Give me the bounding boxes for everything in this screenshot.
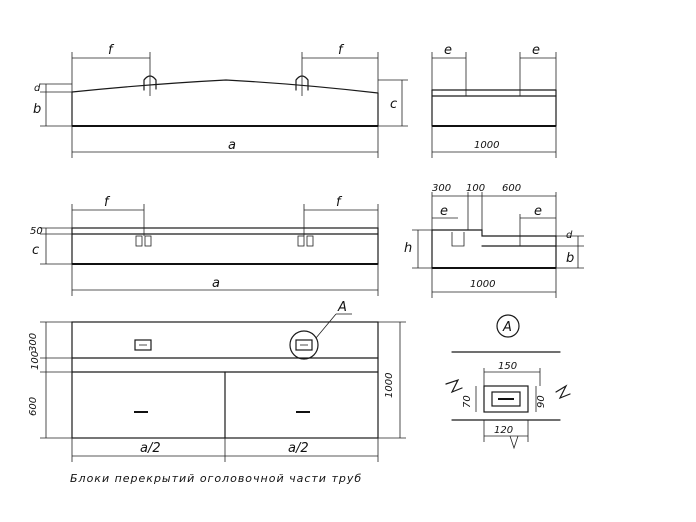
detail-A-label: A (502, 320, 512, 335)
callout-label-A: A (337, 300, 347, 315)
elevation-top: f f d b c a (33, 43, 408, 158)
label-70: 70 (462, 395, 473, 408)
label-f2-right: f (336, 195, 343, 210)
label-100: 100 (466, 183, 485, 194)
label-p600: 600 (28, 397, 39, 416)
label-a-mid: a (212, 276, 220, 291)
label-a: a (228, 138, 236, 153)
detail-leader (509, 435, 519, 450)
drawing-caption: Блоки перекрытий оголовочной части труб (70, 472, 362, 485)
label-e-left: e (444, 43, 452, 58)
embed-plate-right (295, 339, 313, 351)
embed-left-b (144, 235, 152, 247)
label-f2-left: f (104, 195, 111, 210)
label-p100: 100 (30, 351, 41, 370)
stepped-section-outline (431, 229, 557, 269)
label-120: 120 (494, 425, 513, 436)
label-e2-left: e (440, 204, 448, 219)
label-f-left: f (108, 43, 115, 58)
label-90: 90 (536, 395, 547, 408)
detail-plate-inner (491, 391, 521, 407)
label-600: 600 (502, 183, 521, 194)
plan-view: A 300 100 600 1000 a/2 a/2 (28, 300, 406, 462)
label-b: b (33, 102, 41, 117)
detail-circle-A (289, 330, 319, 360)
label-150: 150 (498, 361, 517, 372)
label-half-left: a/2 (140, 441, 161, 456)
embed-left-a (135, 235, 143, 247)
embed-right-b (306, 235, 314, 247)
label-d: d (34, 83, 41, 94)
label-e2-right: e (534, 204, 542, 219)
section-groove (451, 232, 465, 247)
detail-A: A 150 70 90 120 (445, 314, 571, 450)
label-half-right: a/2 (288, 441, 309, 456)
label-b-side: b (566, 251, 574, 266)
label-c: c (390, 97, 397, 112)
embed-plate-left (134, 339, 152, 351)
break-line-left (445, 378, 463, 394)
label-d-side: d (566, 230, 573, 241)
section-middle: 300 100 600 e e h d b 1000 (404, 183, 584, 298)
slab-top-profile (71, 79, 379, 94)
elevation-middle: f f 50 c a (30, 195, 379, 296)
label-c-mid: c (32, 243, 39, 258)
label-1000-mid: 1000 (470, 279, 495, 290)
label-300: 300 (432, 183, 451, 194)
detail-A-marker (496, 314, 520, 338)
break-line-right (555, 384, 571, 400)
label-h: h (404, 241, 412, 256)
label-1000-top: 1000 (474, 140, 499, 151)
label-p300: 300 (28, 333, 39, 352)
label-f-right: f (338, 43, 345, 58)
label-50: 50 (30, 226, 43, 237)
section-top: e e 1000 (431, 43, 557, 158)
label-e-right: e (532, 43, 540, 58)
callout-leader (315, 313, 337, 339)
detail-plate-outer (483, 385, 529, 413)
label-p1000: 1000 (384, 373, 395, 398)
embed-right-a (297, 235, 305, 247)
